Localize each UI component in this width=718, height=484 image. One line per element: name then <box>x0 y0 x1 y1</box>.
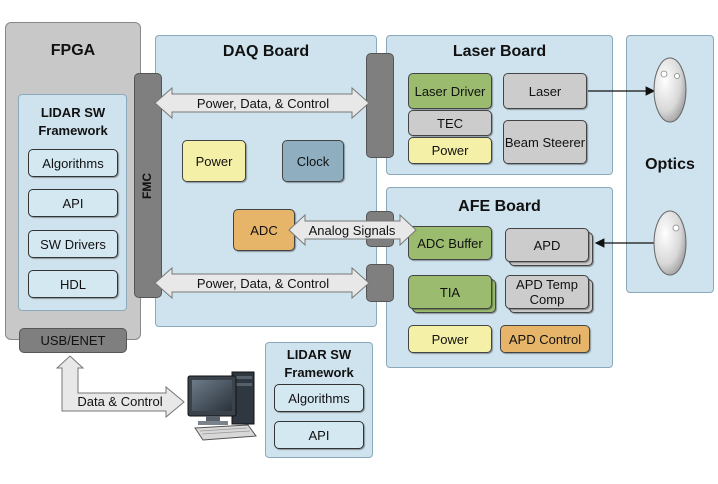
tia: TIA <box>408 275 492 309</box>
fpga-framework-title: LIDAR SW Framework <box>38 105 108 138</box>
power-data-control-arrow-top <box>154 86 370 120</box>
fmc-connector <box>134 73 162 298</box>
host-algorithms: Algorithms <box>274 384 364 412</box>
afe-board-power: Power <box>408 325 492 353</box>
analog-signals-arrow <box>288 213 417 247</box>
daq-clock: Clock <box>282 140 344 182</box>
power-data-control-label-bottom: Power, Data, & Control <box>197 276 329 291</box>
power-data-control-arrow-bottom <box>154 266 370 300</box>
optics-title: Optics <box>645 156 695 173</box>
fpga-api: API <box>28 189 118 217</box>
apd-control: APD Control <box>500 325 590 353</box>
laser-board-title: Laser Board <box>452 43 547 60</box>
beam-steerer: Beam Steerer <box>503 120 587 164</box>
fpga-hdl: HDL <box>28 270 118 298</box>
usb-enet-label: USB/ENET <box>40 333 106 348</box>
fpga-sw-drivers: SW Drivers <box>28 230 118 258</box>
usb-enet-connector: USB/ENET <box>19 328 127 353</box>
laser-board-power: Power <box>408 137 492 164</box>
daq-title: DAQ Board <box>222 43 310 60</box>
data-control-arrow <box>55 355 185 419</box>
host-api: API <box>274 421 364 449</box>
adc-buffer: ADC Buffer <box>408 226 492 260</box>
analog-signals-label: Analog Signals <box>309 223 396 238</box>
computer-icon <box>187 371 257 441</box>
apd-temp-comp: APD Temp Comp <box>505 275 589 309</box>
host-framework-title: LIDAR SW Framework <box>284 347 354 380</box>
laser-driver: Laser Driver <box>408 73 492 109</box>
daq-power: Power <box>182 140 246 182</box>
laser-board-connector <box>366 53 394 158</box>
daq-adc: ADC <box>233 209 295 251</box>
power-data-control-label-top: Power, Data, & Control <box>197 96 329 111</box>
fpga-title: FPGA <box>50 42 96 59</box>
optics-lens-top <box>653 57 687 123</box>
data-control-label: Data & Control <box>77 394 162 409</box>
afe-board-title: AFE Board <box>458 198 541 215</box>
fpga-algorithms: Algorithms <box>28 149 118 177</box>
optics-lens-bottom <box>653 210 687 276</box>
apd: APD <box>505 228 589 262</box>
laser-tec: TEC <box>408 110 492 136</box>
laser: Laser <box>503 73 587 109</box>
